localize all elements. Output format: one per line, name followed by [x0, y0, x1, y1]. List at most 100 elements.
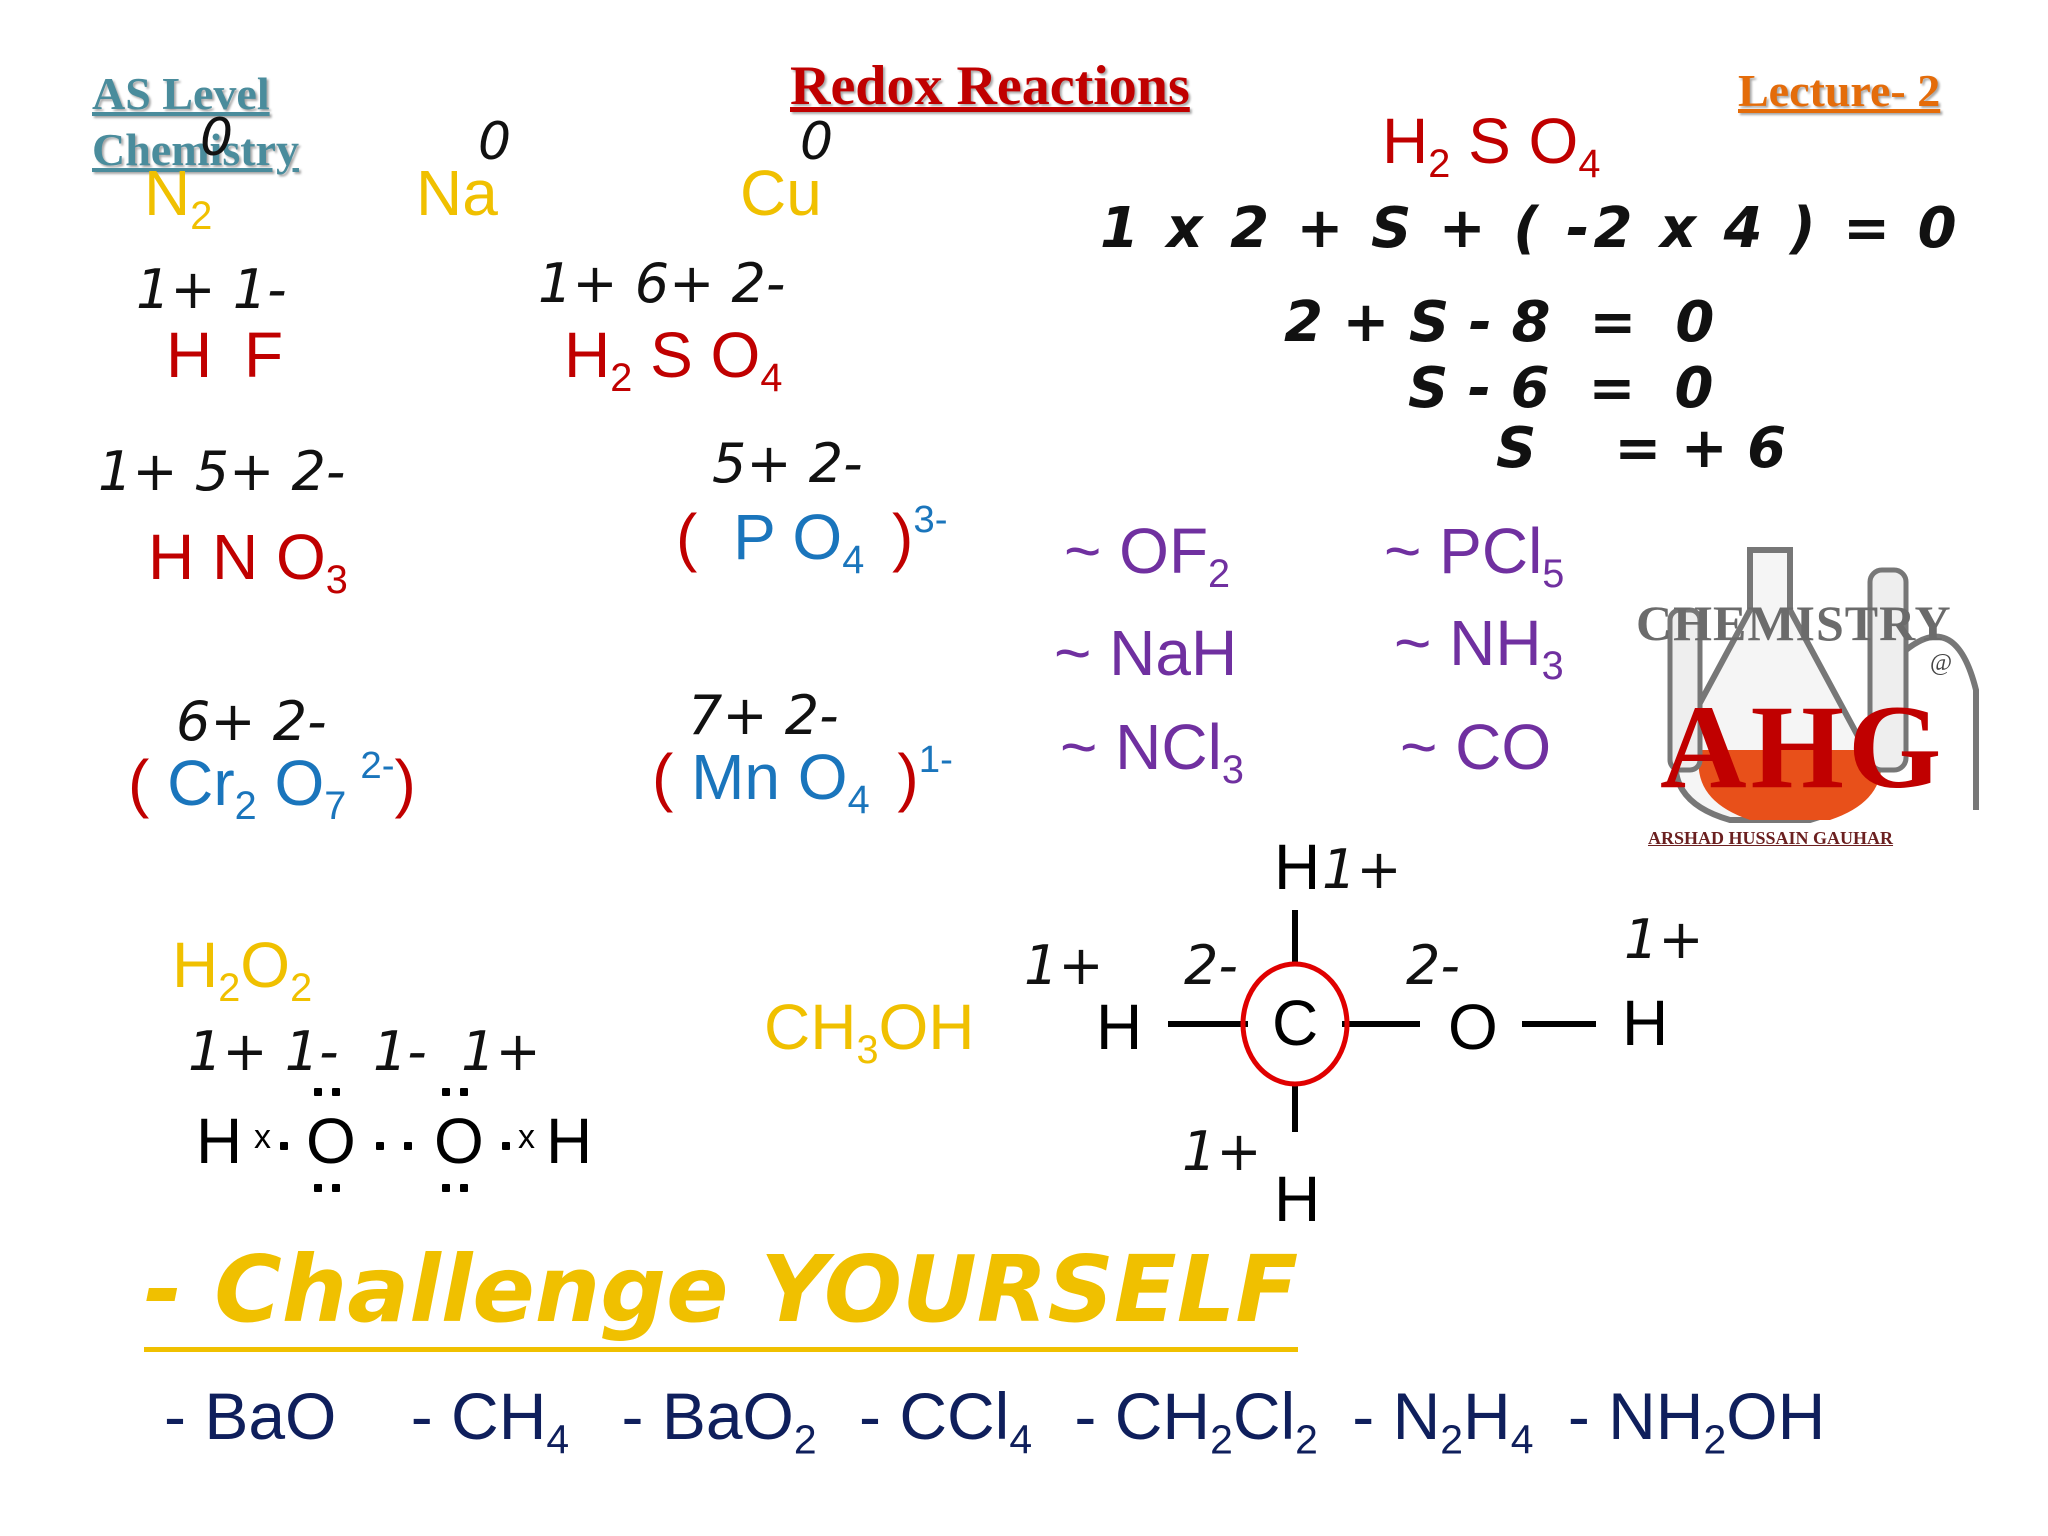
hf-b: F	[244, 319, 284, 391]
challenge-heading: - Challenge YOURSELF	[144, 1236, 1299, 1352]
challenge-item-bao: - BaO	[164, 1379, 336, 1453]
methanol-c-ox: 2-	[1184, 934, 1238, 997]
h2o2-ox: 1+ 1- 1- 1+	[188, 1020, 541, 1083]
calc-formula: H2 S O4	[1382, 104, 1600, 184]
h2o2-structure: H x O O x H	[196, 1088, 636, 1194]
h2o2-b-sub: 2	[290, 965, 313, 1010]
cr2o7-b-sub: 7	[324, 783, 347, 828]
cu-formula: Cu	[740, 157, 822, 229]
challenge-item-ch2cl2-tail: Cl	[1232, 1379, 1296, 1453]
n2-ox: 0	[200, 108, 234, 168]
exercise-nah: ~ NaH	[1054, 616, 1237, 690]
po4-formula: ( P O4 )3-	[676, 498, 948, 579]
po4-ox: 5+ 2-	[712, 432, 863, 495]
h2o2-h2: H	[546, 1105, 593, 1177]
methanol-o: O	[1448, 991, 1498, 1063]
challenge-item-bao-text: - BaO	[164, 1379, 337, 1453]
h2o2-b: O	[240, 929, 291, 1001]
h2o2-x1: x	[254, 1118, 271, 1156]
exercise-nh3-sub: 3	[1541, 643, 1564, 688]
n2-formula: N2	[144, 156, 212, 236]
cr2o7-charge: 2-	[360, 744, 395, 788]
methanol-o-ox: 2-	[1406, 934, 1460, 997]
challenge-item-nh2oh-tail: OH	[1726, 1379, 1826, 1453]
hno3-c-sub: 3	[325, 557, 348, 602]
challenge-item-bao2-text: - BaO	[621, 1379, 794, 1453]
h2so4-a-sub: 2	[610, 355, 633, 400]
exercise-of2: ~ OF2	[1064, 514, 1230, 594]
calc-a-sub: 2	[1428, 141, 1451, 186]
lecture-label: Lecture- 2	[1738, 65, 1941, 116]
course-label-line1: AS Level	[92, 68, 270, 119]
calc-c-sub: 4	[1578, 141, 1601, 186]
exercise-of2-text: ~ OF	[1064, 515, 1209, 587]
po4-b: O	[792, 501, 843, 573]
h2so4-b: S	[650, 319, 693, 391]
n2-sub: 2	[190, 193, 213, 238]
challenge-item-ch2cl2-text: - CH	[1074, 1379, 1211, 1453]
h2o2-a: H	[172, 929, 219, 1001]
page-title: Redox Reactions	[790, 55, 1190, 117]
challenge-item-bao2-sub: 2	[793, 1416, 817, 1463]
po4-close: )	[892, 501, 914, 573]
calc-c: O	[1528, 105, 1579, 177]
h2so4-c: O	[710, 319, 761, 391]
exercise-ncl3: ~ NCl3	[1060, 710, 1244, 790]
calc-line3: S - 6 = 0	[1408, 356, 1714, 421]
challenge-item-ch2cl2-sub: 2	[1210, 1416, 1233, 1463]
methanol-h-top: H	[1274, 831, 1321, 903]
mno4-open: (	[652, 741, 674, 813]
challenge-item-ch4-sub: 4	[546, 1416, 570, 1463]
cr2o7-open: (	[128, 747, 150, 819]
h2so4-c-sub: 4	[760, 355, 783, 400]
exercise-pcl5: ~ PCl5	[1384, 514, 1564, 594]
exercise-co-text: ~ CO	[1400, 711, 1552, 783]
calc-a: H	[1382, 105, 1429, 177]
h2so4-ox: 1+ 6+ 2-	[538, 252, 786, 315]
challenge-item-nh2oh-sub: 2	[1703, 1416, 1727, 1463]
methanol-a: CH	[764, 991, 857, 1063]
h2o2-label: H2O2	[172, 928, 312, 1008]
methanol-bonds	[1168, 910, 1596, 1132]
challenge-item-n2h4: - N2H4	[1352, 1379, 1533, 1460]
exercise-ncl3-text: ~ NCl	[1060, 711, 1222, 783]
h2o2-x2: x	[518, 1118, 535, 1156]
methanol-b: OH	[878, 991, 975, 1063]
challenge-item-ch2cl2: - CH2Cl2	[1074, 1379, 1318, 1460]
h2o2-o1: O	[306, 1105, 356, 1177]
calc-line4: S = + 6	[1496, 416, 1787, 481]
challenge-item-n2h4-sub2: 4	[1510, 1416, 1534, 1463]
mno4-a: Mn	[691, 741, 780, 813]
cr2o7-a-sub: 2	[234, 783, 257, 828]
cu-ox: 0	[800, 112, 834, 172]
calc-line1: 1 x 2 + S + ( -2 x 4 ) = 0	[1100, 196, 1961, 261]
logo-at: @	[1930, 650, 1953, 676]
h2so4-formula: H2 S O4	[564, 318, 782, 398]
po4-a: P	[733, 501, 775, 573]
methanol-h-left-ox: 1+	[1024, 934, 1104, 997]
hf-ox: 1+ 1-	[136, 258, 287, 321]
exercise-pcl5-text: ~ PCl	[1384, 515, 1543, 587]
calc-line2: 2 + S - 8 = 0	[1284, 290, 1715, 355]
po4-charge: 3-	[913, 498, 948, 542]
mno4-b: O	[797, 741, 848, 813]
methanol-c: C	[1272, 987, 1319, 1059]
methanol-h-left: H	[1096, 991, 1143, 1063]
h2o2-o2: O	[434, 1105, 484, 1177]
exercise-pcl5-sub: 5	[1542, 551, 1565, 596]
po4-open: (	[676, 501, 698, 573]
exercise-nh3-text: ~ NH	[1394, 607, 1542, 679]
cr2o7-ox: 6+ 2-	[176, 690, 327, 753]
exercise-nah-text: ~ NaH	[1054, 617, 1238, 689]
mno4-b-sub: 4	[847, 777, 870, 822]
cr2o7-formula: ( Cr2 O72-)	[128, 744, 416, 825]
challenge-item-ch4-text: - CH	[410, 1379, 547, 1453]
methanol-h-right: H	[1622, 987, 1669, 1059]
challenge-item-ccl4-text: - CCl	[859, 1379, 1010, 1453]
methanol-label: CH3OH	[764, 990, 975, 1070]
challenge-item-ch4: - CH4	[410, 1379, 569, 1460]
n2-base: N	[144, 157, 191, 229]
mno4-close: )	[897, 741, 919, 813]
hf-formula: H F	[166, 318, 283, 392]
h2o2-a-sub: 2	[218, 965, 241, 1010]
